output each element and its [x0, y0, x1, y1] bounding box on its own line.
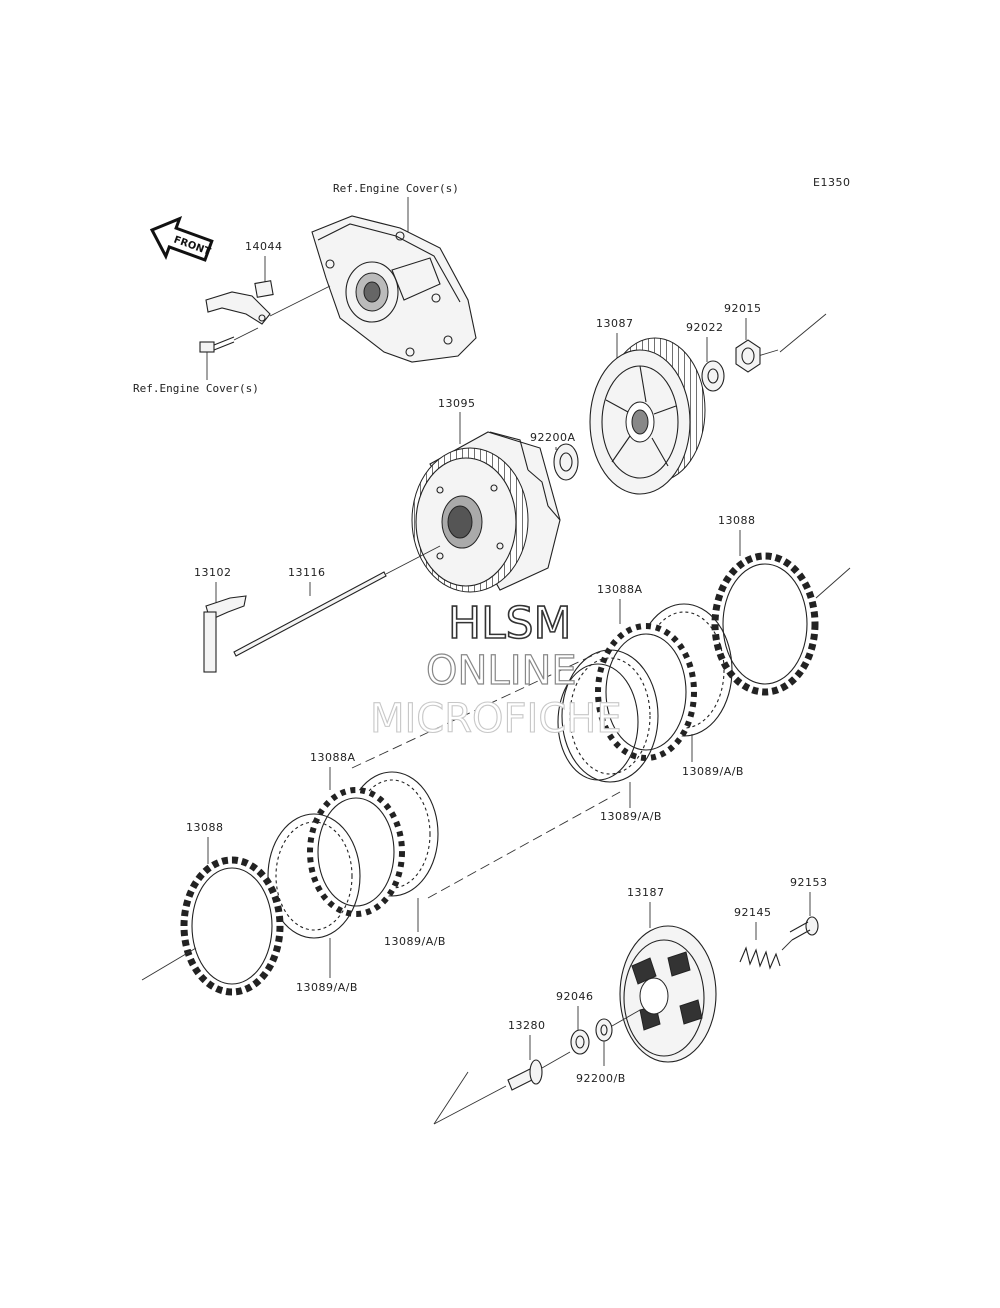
- part-label-14044: 14044: [245, 240, 283, 253]
- friction-plate-13088-right: [711, 552, 819, 696]
- washer-92200B: [595, 1018, 613, 1042]
- part-label-92200A: 92200A: [530, 431, 576, 444]
- part-label-13187: 13187: [627, 886, 665, 899]
- bearing-92046: [570, 1029, 590, 1055]
- part-label-13089-left-1: 13089/A/B: [384, 935, 446, 948]
- part-label-13088A-left: 13088A: [310, 751, 356, 764]
- nut-92015: [735, 339, 761, 373]
- steel-plate-left-2: [267, 813, 361, 939]
- release-lever-13102: [203, 595, 247, 673]
- clutch-housing-13095: [411, 431, 561, 593]
- friction-plate-13088A-right: [595, 623, 697, 761]
- part-label-13116: 13116: [288, 566, 326, 579]
- part-label-13089-right-2: 13089/A/B: [600, 810, 662, 823]
- steel-plate-right-1: [557, 649, 659, 783]
- pusher-13280: [507, 1059, 543, 1091]
- bearing-92200A: [553, 443, 579, 481]
- part-label-13088A-right: 13088A: [597, 583, 643, 596]
- part-label-13088-right: 13088: [718, 514, 756, 527]
- part-label-13089-left-2: 13089/A/B: [296, 981, 358, 994]
- washer-92022: [701, 360, 725, 392]
- part-label-13088-left: 13088: [186, 821, 224, 834]
- part-label-92153: 92153: [790, 876, 828, 889]
- part-label-92022: 92022: [686, 321, 724, 334]
- diagram-code: E1350: [813, 176, 850, 189]
- watermark-line-2: ONLINE: [426, 648, 577, 694]
- bracket-14044: [205, 280, 274, 325]
- spring-92145: [739, 946, 781, 970]
- ref-engine-cover-top-label: Ref.Engine Cover(s): [333, 182, 459, 195]
- bolt: [199, 336, 235, 353]
- push-rod-13116: [233, 571, 387, 657]
- friction-plate-13088-left: [180, 856, 284, 996]
- bolt-92153: [789, 916, 819, 941]
- ref-engine-cover-bottom-label: Ref.Engine Cover(s): [133, 382, 259, 395]
- engine-cover: [311, 215, 477, 363]
- clutch-hub-13087: [589, 337, 706, 495]
- part-label-92145: 92145: [734, 906, 772, 919]
- part-label-92200B: 92200/B: [576, 1072, 626, 1085]
- watermark-line-1: HLSM: [448, 598, 572, 649]
- pressure-plate-13187: [619, 925, 717, 1063]
- part-label-92015: 92015: [724, 302, 762, 315]
- watermark-line-3: MICROFICHE: [370, 696, 622, 742]
- part-label-13087: 13087: [596, 317, 634, 330]
- part-label-13280: 13280: [508, 1019, 546, 1032]
- front-arrow-icon: FRONT: [149, 216, 214, 262]
- part-label-13089-right-1: 13089/A/B: [682, 765, 744, 778]
- part-label-13095: 13095: [438, 397, 476, 410]
- part-label-92046: 92046: [556, 990, 594, 1003]
- part-label-13102: 13102: [194, 566, 232, 579]
